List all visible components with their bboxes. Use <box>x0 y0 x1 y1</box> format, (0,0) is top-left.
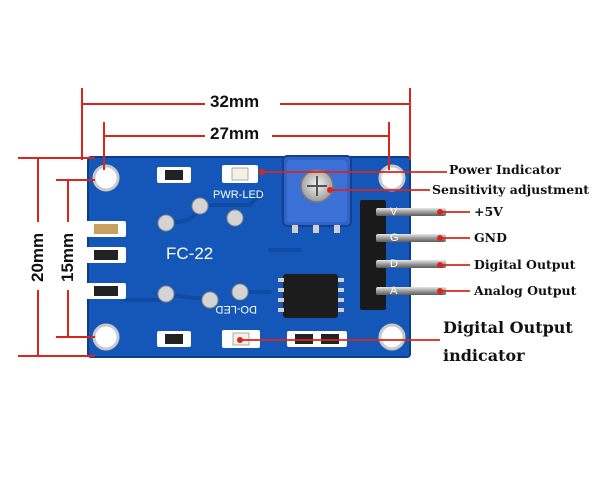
do-led-label: DO-LED <box>215 303 257 315</box>
label-digital-output: Digital Output <box>474 257 576 272</box>
pin-letter-a: A <box>390 285 398 297</box>
pin-letter-d: D <box>390 258 398 270</box>
mounting-holes <box>92 164 406 351</box>
pin-letter-v: V <box>390 206 398 218</box>
label-analog-output: Analog Output <box>474 283 577 298</box>
label-do-indicator-line1: Digital Output <box>443 318 573 337</box>
dimension-height-holes: 15mm <box>58 232 77 282</box>
silkscreen-text: FC-22 PWR-LED DO-LED V G D A <box>166 189 399 315</box>
model-label: FC-22 <box>166 244 213 263</box>
comparator-chip <box>278 274 344 318</box>
label-vcc: +5V <box>474 204 503 219</box>
dimension-width-total: 32mm <box>210 92 260 111</box>
label-do-indicator-line2: indicator <box>443 346 525 365</box>
solder-pads <box>157 197 249 309</box>
dimension-height-total: 20mm <box>28 232 47 282</box>
potentiometer <box>282 155 352 233</box>
callout-dots <box>237 169 443 343</box>
header-pins <box>360 200 446 310</box>
label-power-indicator: Power Indicator <box>449 162 561 177</box>
pin-letter-g: G <box>390 232 399 244</box>
callout-lines <box>240 171 470 341</box>
dimension-width-holes: 27mm <box>210 124 260 143</box>
smd-components <box>86 165 347 348</box>
dimension-lines <box>18 88 411 357</box>
pwr-led-label: PWR-LED <box>213 189 264 201</box>
label-sensitivity: Sensitivity adjustment <box>432 182 590 197</box>
label-gnd: GND <box>474 230 507 245</box>
